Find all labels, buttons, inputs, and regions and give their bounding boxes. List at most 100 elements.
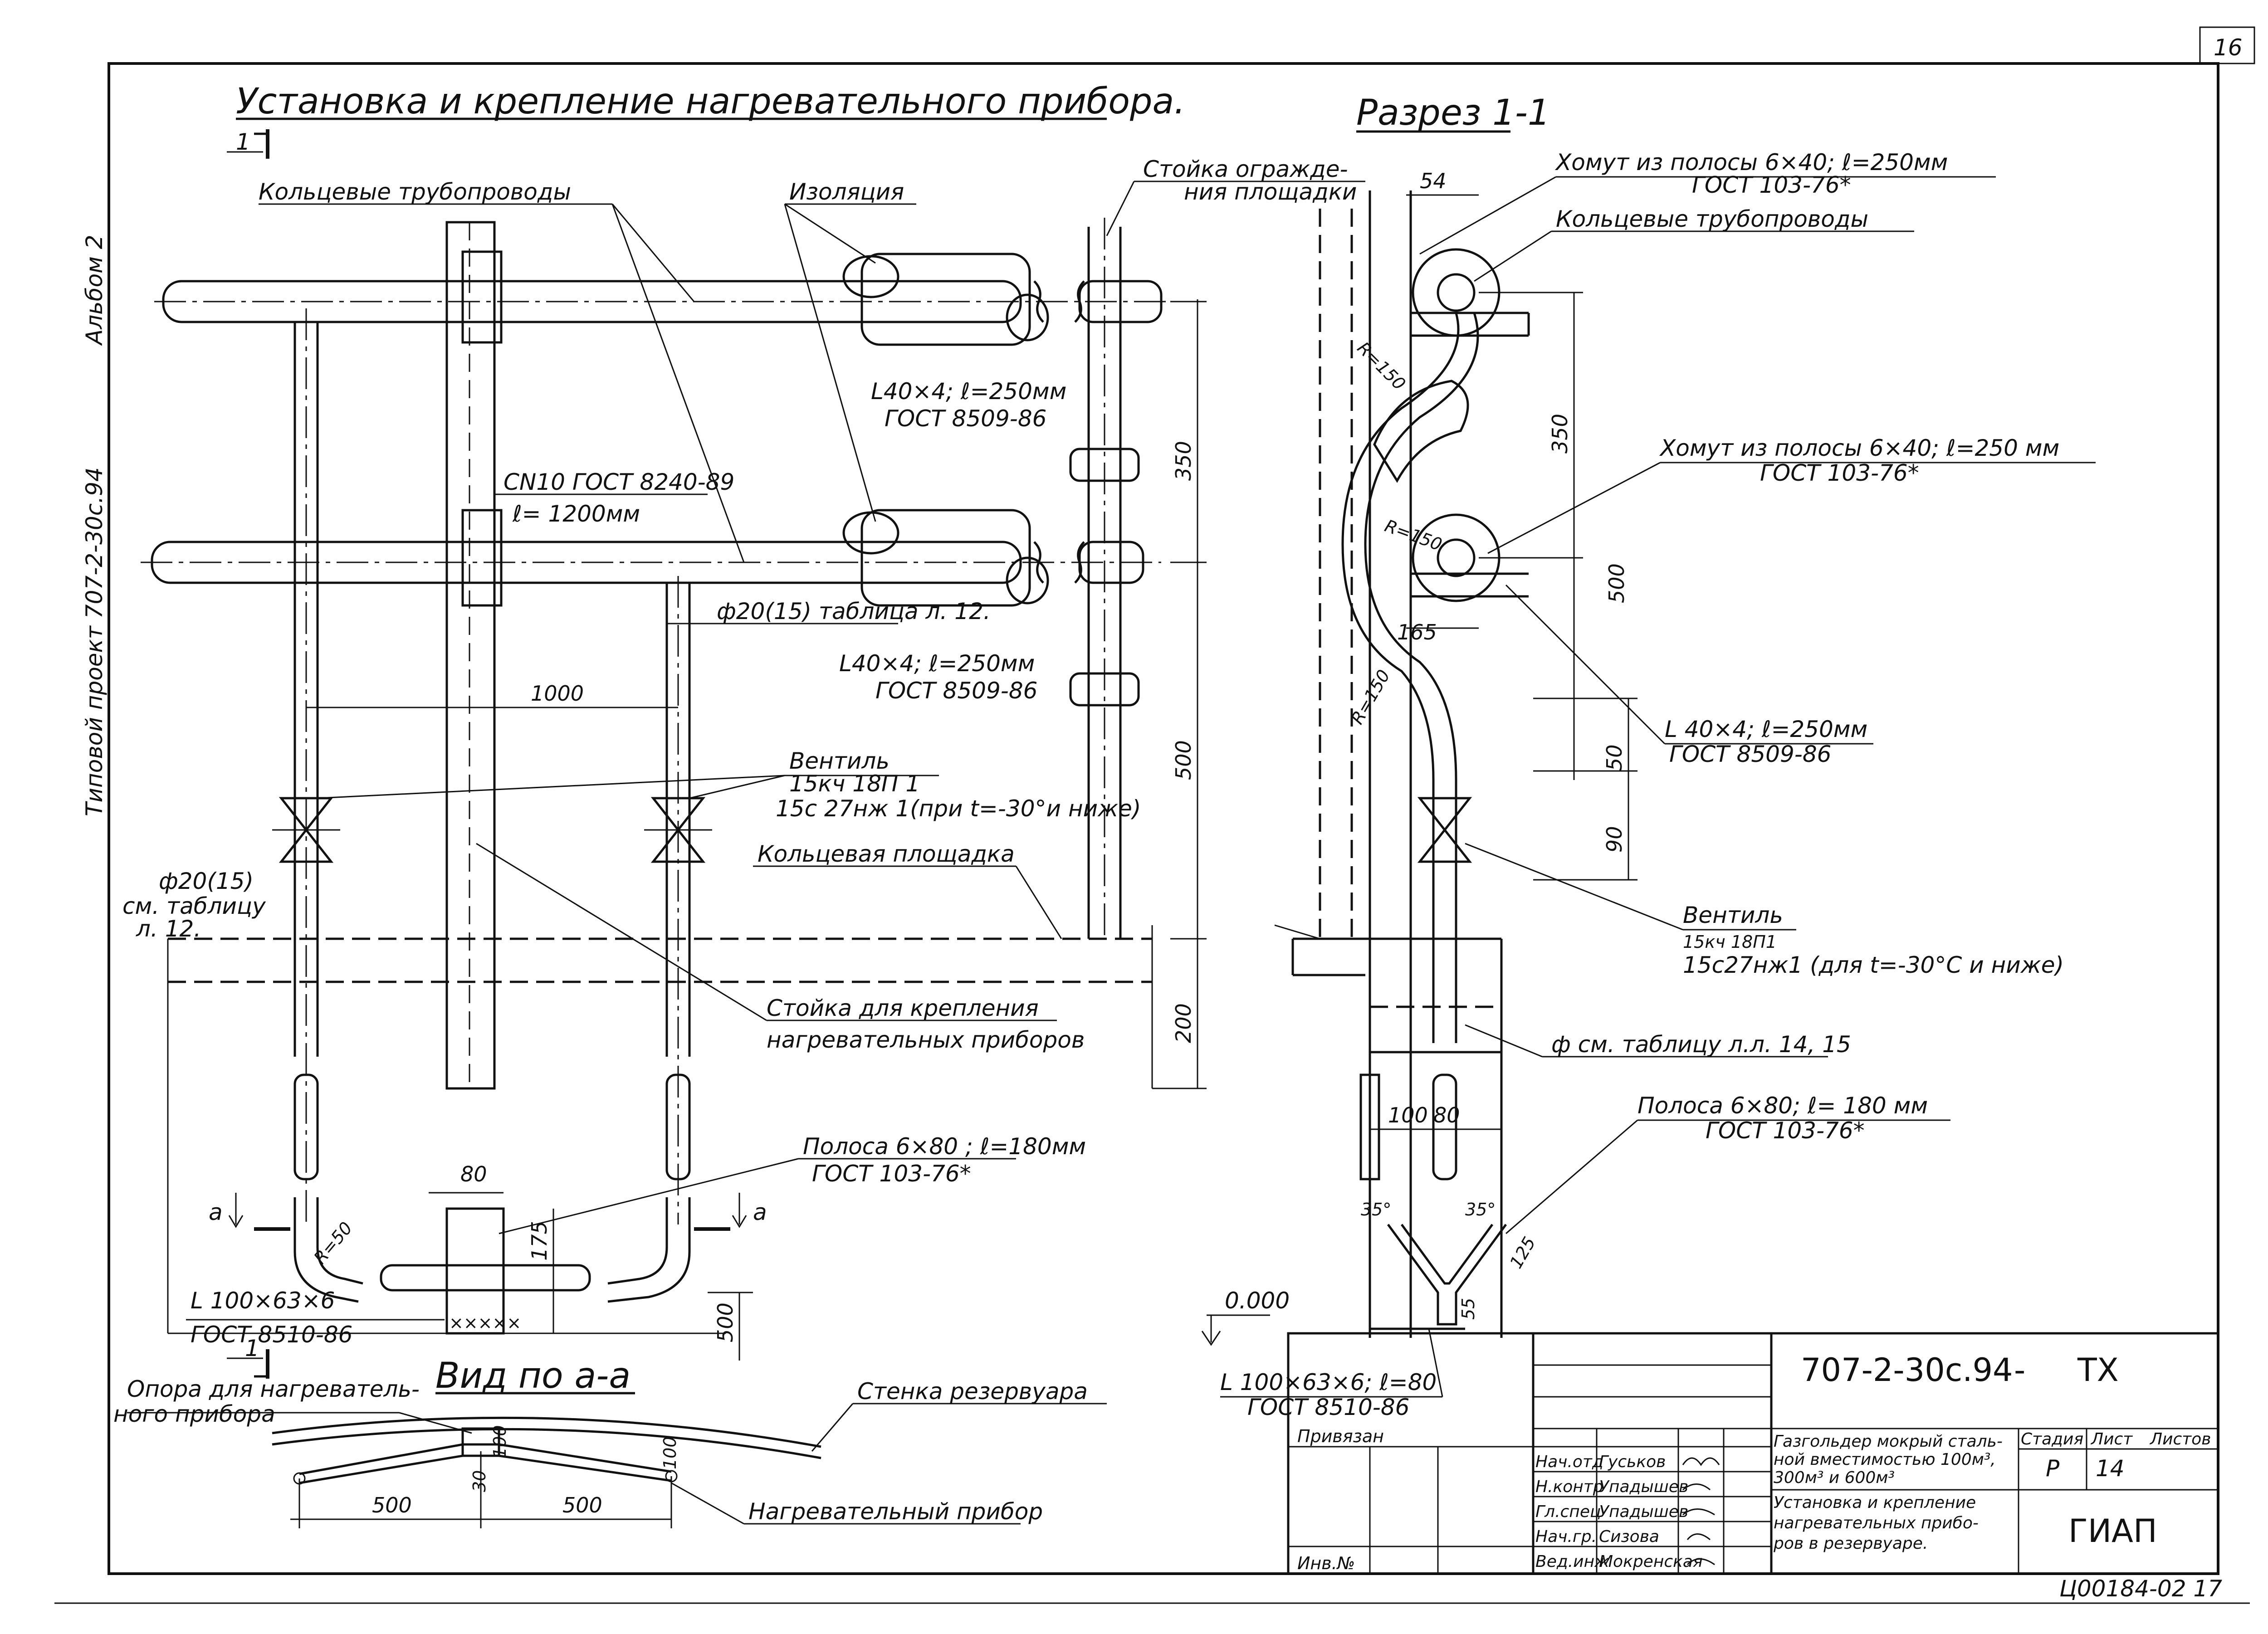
label-angle-top: L40×4; ℓ=250мм (871, 378, 1066, 405)
stamp-name-2: Упадышев (1599, 1478, 1688, 1496)
sheet-number: 16 (2214, 34, 2243, 61)
main-dims (306, 299, 1207, 1361)
stamp-tied: Привязан (1297, 1426, 1384, 1446)
stamp-object-2: ной вместимостью 100м³, (1774, 1450, 1996, 1469)
label-ring-pipes: Кольцевые трубопроводы (259, 179, 571, 205)
section-valve: Вентиль (1683, 902, 1783, 928)
stamp-object-1: Газгольдер мокрый сталь- (1774, 1432, 2003, 1451)
valve-left (272, 797, 340, 863)
section-mark-bottom-num: 1 (245, 1335, 259, 1361)
stamp-name-3: Упадышев (1599, 1502, 1688, 1521)
section-title: Разрез 1-1 (1356, 93, 1550, 133)
valve-right (644, 797, 712, 863)
cut-mark-right-label: а (753, 1199, 767, 1225)
stamp-sheets-header: Листов (2149, 1430, 2211, 1449)
dim-500: 500 (1171, 740, 1196, 780)
label-channel-len: ℓ= 1200мм (512, 501, 640, 527)
heater-bottom: ××××× (380, 1207, 591, 1335)
section-level: 0.000 (1225, 1288, 1290, 1314)
view-a-dim-left: 500 (372, 1493, 412, 1517)
heater-pipe-right (607, 576, 691, 1303)
svg-text:×××××: ××××× (449, 1313, 521, 1333)
stamp-stage: Р (2046, 1455, 2060, 1482)
label-channel: СN10 ГОСТ 8240-89 (503, 469, 734, 495)
section-dim-55: 55 (1458, 1298, 1478, 1320)
cut-mark-left-label: а (209, 1199, 223, 1225)
section-dim-50: 50 (1602, 744, 1627, 771)
label-post-heat-1: Стойка для крепления (767, 995, 1039, 1021)
label-railing-post: Стойка огражде- (1143, 156, 1348, 182)
section-clamp-top-1: Хомут из полосы 6×40; ℓ=250мм (1554, 149, 1948, 176)
section-angle-35l: 35° (1361, 1200, 1391, 1219)
section-dim-350: 350 (1548, 414, 1572, 454)
ring-platform (167, 925, 1153, 1334)
heater-pipe-left (293, 308, 363, 1303)
section-dim-125: 125 (1506, 1234, 1540, 1272)
railing-post (1069, 218, 1140, 939)
section-mark-top-num: 1 (236, 129, 250, 155)
stamp-sheet-header: Лист (2090, 1430, 2133, 1449)
label-ring-platform: Кольцевая площадка (758, 841, 1015, 867)
section-valve-2: 15с27нж1 (для t=-30°С и ниже) (1683, 952, 2064, 978)
section-clamp-mid-2: ГОСТ 103-76* (1760, 460, 1919, 486)
dim-80: 80 (460, 1162, 487, 1186)
view-a-tank-wall: Стенка резервуара (857, 1378, 1088, 1405)
label-sheet-12: л. 12. (136, 916, 201, 942)
sheet-frame (54, 26, 2255, 1604)
view-a-support-1: Опора для нагреватель- (127, 1376, 420, 1402)
view-a-dim-100b: 100 (660, 1436, 680, 1469)
stamp-role-4: Нач.гр. (1535, 1527, 1597, 1546)
section-drawing (1201, 176, 2096, 1398)
stamp-sheet: 14 (2096, 1455, 2125, 1482)
section-clamp-top-2: ГОСТ 103-76* (1692, 172, 1851, 198)
label-angle-bottom: L 100×63×6 (191, 1288, 335, 1314)
view-a-dim-right: 500 (562, 1493, 602, 1517)
stamp-role-2: Н.контр (1535, 1478, 1603, 1496)
section-mark-bottom (227, 1349, 269, 1379)
label-see-table: см. таблицу (122, 893, 266, 919)
label-valve-1: 15кч 18П 1 (789, 771, 920, 797)
stamp-role-3: Гл.спец (1535, 1502, 1601, 1521)
main-view-title: Установка и крепление нагревательного пр… (236, 81, 1185, 122)
stamp-object-3: 300м³ и 600м³ (1774, 1468, 1895, 1487)
view-a-dim-30: 30 (469, 1470, 489, 1492)
insulation-upper (842, 253, 1049, 346)
stamp-title-1: Установка и крепление (1774, 1493, 1976, 1512)
dim-175: 175 (527, 1221, 552, 1261)
label-insulation: Изоляция (789, 179, 904, 205)
stamp-mark: ТХ (2077, 1351, 2119, 1389)
main-leaders (186, 180, 1365, 1321)
label-post-heat-2: нагревательных приборов (767, 1027, 1085, 1053)
section-dim-500: 500 (1604, 563, 1629, 603)
title-block (1287, 1332, 2219, 1575)
section-clamp-mid-1: Хомут из полосы 6×40; ℓ=250 мм (1659, 435, 2059, 461)
view-a-dim-100: 100 (490, 1425, 510, 1458)
section-angle-1: L 40×4; ℓ=250мм (1665, 716, 1867, 742)
stamp-inv: Инв.№ (1297, 1553, 1355, 1573)
dim-500-bottom: 500 (713, 1302, 738, 1342)
album-label: Альбом 2 (81, 235, 108, 346)
stamp-name-1: Гуськов (1599, 1453, 1666, 1471)
insulation-lower (842, 509, 1049, 607)
label-angle-mid-gost: ГОСТ 8509-86 (875, 678, 1037, 704)
section-dim-54: 54 (1420, 169, 1447, 193)
view-a-title: Вид по а-а (435, 1356, 631, 1396)
stamp-stage-header: Стадия (2021, 1430, 2083, 1449)
label-angle-mid: L40×4; ℓ=250мм (839, 650, 1035, 677)
section-angle-2: ГОСТ 8509-86 (1669, 741, 1831, 767)
stamp-title-3: ров в резервуаре. (1773, 1534, 1928, 1553)
label-valve-2: 15с 27нж 1(при t=-30°и ниже) (776, 795, 1141, 822)
section-angle-bot-1: L 100×63×6; ℓ=80 (1220, 1369, 1437, 1395)
section-ring-pipes: Кольцевые трубопроводы (1556, 206, 1868, 232)
ring-pipe-lower (141, 541, 1161, 584)
label-strip: Полоса 6×80 ; ℓ=180мм (803, 1133, 1086, 1160)
section-angle-35r: 35° (1465, 1200, 1496, 1219)
section-pipe-see: ф см. таблицу л.л. 14, 15 (1551, 1031, 1851, 1058)
stamp-title-2: нагревательных прибо- (1774, 1514, 1979, 1532)
label-strip-gost: ГОСТ 103-76* (812, 1161, 971, 1187)
view-a-heater: Нагревательный прибор (748, 1498, 1043, 1525)
section-strip-1: Полоса 6×80; ℓ= 180 мм (1637, 1093, 1928, 1119)
stamp-role-5: Вед.инж (1535, 1552, 1609, 1571)
label-pipe-d20: ф20(15) (159, 868, 254, 894)
section-dim-90: 90 (1602, 826, 1627, 853)
